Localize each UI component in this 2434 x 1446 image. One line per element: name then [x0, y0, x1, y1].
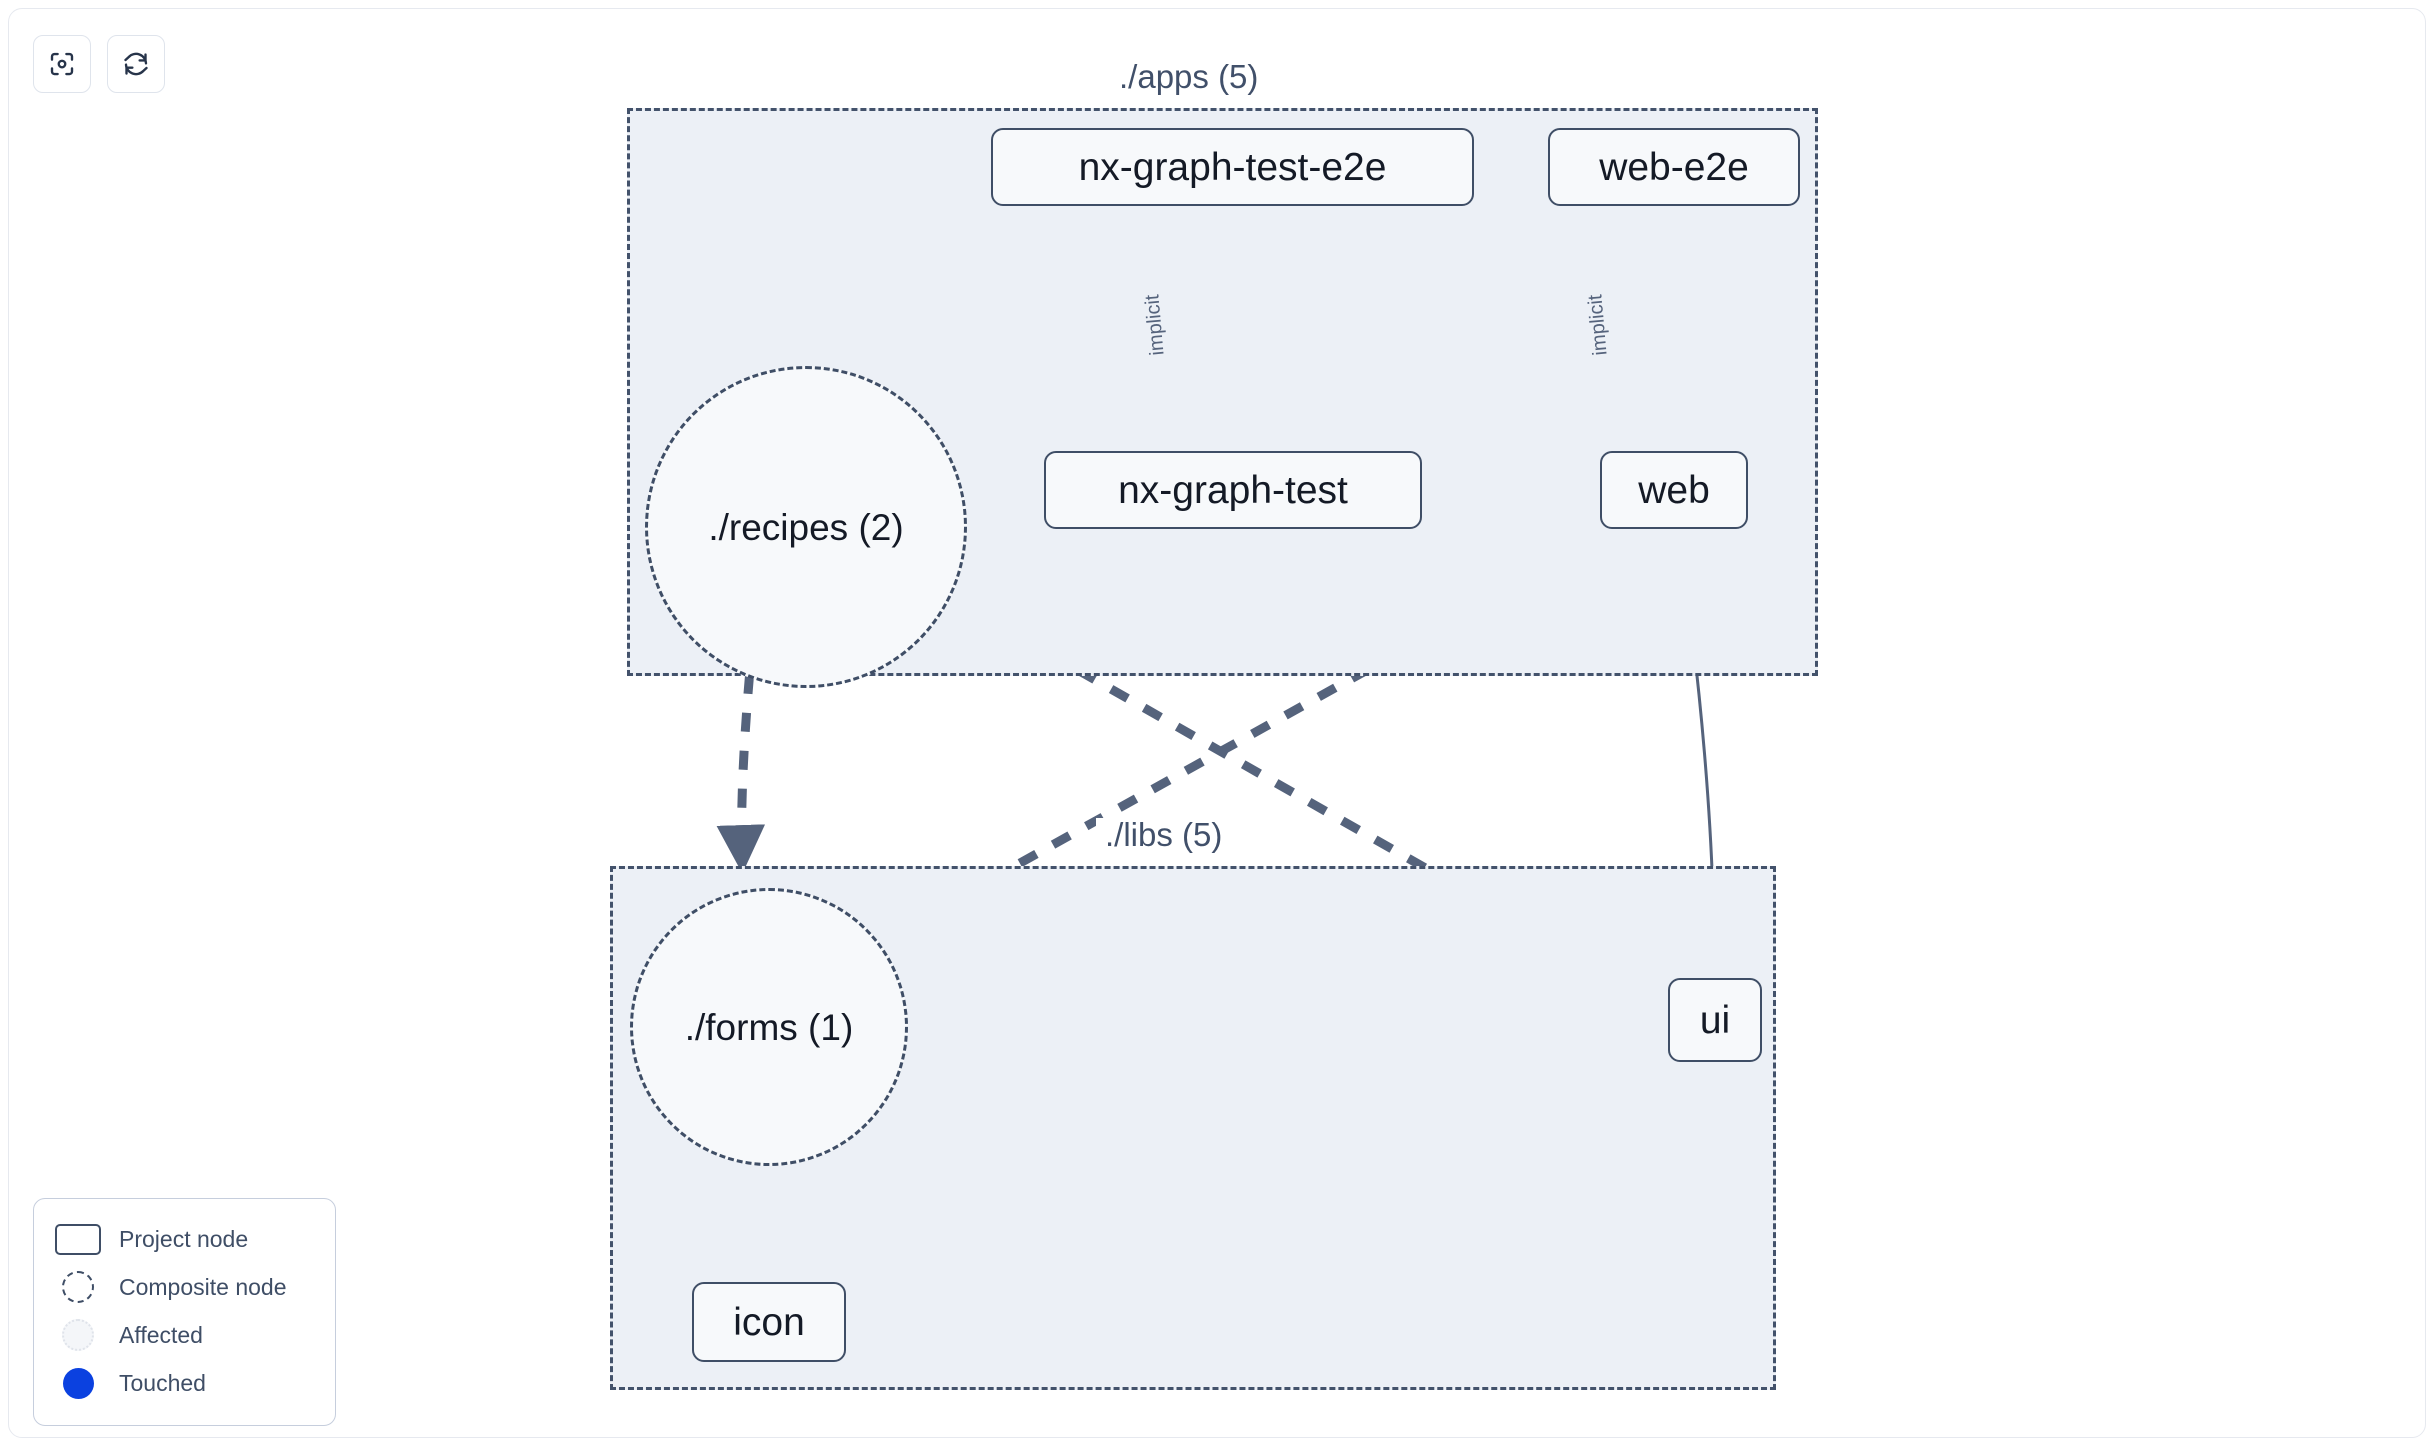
node-label: web-e2e	[1599, 145, 1749, 189]
node-forms[interactable]: ./forms (1)	[630, 888, 908, 1166]
affected-swatch	[54, 1318, 102, 1352]
legend-label: Touched	[119, 1369, 206, 1396]
legend-label: Composite node	[119, 1273, 287, 1300]
legend-label: Project node	[119, 1225, 249, 1252]
node-nx-graph-test[interactable]: nx-graph-test	[1044, 451, 1422, 529]
node-ui[interactable]: ui	[1668, 978, 1762, 1062]
node-label: web	[1638, 468, 1710, 512]
focus-graph-button[interactable]	[33, 35, 91, 93]
viewfinder-icon	[47, 49, 77, 79]
node-web-e2e[interactable]: web-e2e	[1548, 128, 1800, 206]
group-label-apps: ./apps (5)	[1110, 60, 1268, 93]
refresh-icon	[121, 49, 151, 79]
node-label: ui	[1699, 998, 1731, 1042]
legend-item-affected: Affected	[54, 1311, 315, 1359]
graph-toolbar	[33, 35, 165, 93]
refresh-graph-button[interactable]	[107, 35, 165, 93]
project-node-swatch	[54, 1222, 102, 1256]
node-recipes[interactable]: ./recipes (2)	[645, 366, 967, 688]
touched-swatch	[54, 1366, 102, 1400]
node-icon[interactable]: icon	[692, 1282, 846, 1362]
node-label: ./recipes (2)	[708, 506, 904, 548]
node-label: ./forms (1)	[684, 1006, 854, 1048]
node-label: nx-graph-test	[1118, 468, 1348, 512]
node-nx-graph-test-e2e[interactable]: nx-graph-test-e2e	[991, 128, 1474, 206]
node-label: nx-graph-test-e2e	[1078, 145, 1387, 189]
legend-item-project-node: Project node	[54, 1215, 315, 1263]
legend-label: Affected	[119, 1321, 203, 1348]
node-label: icon	[733, 1300, 805, 1344]
legend-item-touched: Touched	[54, 1359, 315, 1407]
legend-item-composite-node: Composite node	[54, 1263, 315, 1311]
composite-node-swatch	[54, 1270, 102, 1304]
group-label-libs: ./libs (5)	[1096, 818, 1232, 851]
node-web[interactable]: web	[1600, 451, 1748, 529]
graph-legend: Project node Composite node Affected Tou…	[33, 1198, 336, 1426]
